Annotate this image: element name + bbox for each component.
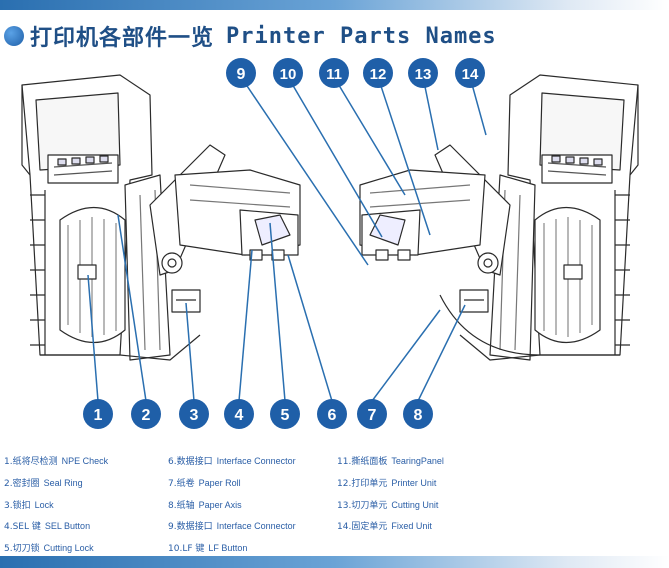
top-decorative-band [0, 0, 669, 10]
leader-line-7 [371, 309, 441, 402]
leader-line-3 [185, 302, 195, 402]
callout-11: 11 [319, 58, 349, 88]
callout-9: 9 [226, 58, 256, 88]
callout-8: 8 [403, 399, 433, 429]
leader-line-2 [117, 214, 147, 402]
callout-10-label: 10 [280, 66, 297, 83]
title-english: Printer Parts Names [226, 23, 497, 49]
callout-3-label: 3 [190, 407, 199, 424]
callout-11-label: 11 [326, 66, 342, 83]
leader-line-10 [287, 76, 383, 238]
callout-6-label: 6 [328, 407, 337, 424]
left-printer-illustration [21, 74, 301, 361]
callout-3: 3 [179, 399, 209, 429]
leader-line-13 [422, 76, 439, 151]
right-printer-illustration [359, 74, 639, 361]
callout-13: 13 [408, 58, 438, 88]
callout-8-label: 8 [414, 407, 423, 424]
callout-2: 2 [131, 399, 161, 429]
callout-1: 1 [83, 399, 113, 429]
callout-12: 12 [363, 58, 393, 88]
bullet-icon [4, 26, 24, 46]
callout-markers: 9 10 11 12 13 14 1 2 3 4 5 6 7 8 [83, 58, 485, 429]
leader-line-1 [87, 274, 99, 402]
callout-14: 14 [455, 58, 485, 88]
printer-parts-diagram: 9 10 11 12 13 14 1 2 3 4 5 6 7 8 [21, 58, 639, 429]
leader-line-4 [238, 249, 253, 402]
callout-9-label: 9 [237, 66, 246, 83]
leader-line-8 [417, 304, 466, 402]
leader-line-11 [333, 76, 406, 196]
callout-14-label: 14 [462, 66, 479, 83]
callout-5: 5 [270, 399, 300, 429]
leader-line-12 [377, 76, 431, 236]
callout-1-label: 1 [94, 407, 103, 424]
title-chinese: 打印机各部件一览 [30, 26, 215, 51]
bottom-decorative-band [0, 556, 669, 568]
callout-4-label: 4 [235, 407, 244, 424]
leader-line-6 [287, 254, 333, 402]
leader-line-5 [269, 222, 286, 402]
callout-2-label: 2 [142, 407, 151, 424]
callout-6: 6 [317, 399, 347, 429]
paper-roll-curve [439, 294, 541, 356]
callout-7: 7 [357, 399, 387, 429]
callout-5-label: 5 [281, 407, 290, 424]
callout-4: 4 [224, 399, 254, 429]
callout-12-label: 12 [370, 66, 387, 83]
callout-10: 10 [273, 58, 303, 88]
callout-13-label: 13 [415, 66, 432, 83]
leader-line-9 [240, 76, 369, 266]
page-title: 打印机各部件一览 Printer Parts Names [4, 20, 497, 52]
callout-7-label: 7 [368, 407, 377, 424]
leader-lines [87, 76, 487, 402]
